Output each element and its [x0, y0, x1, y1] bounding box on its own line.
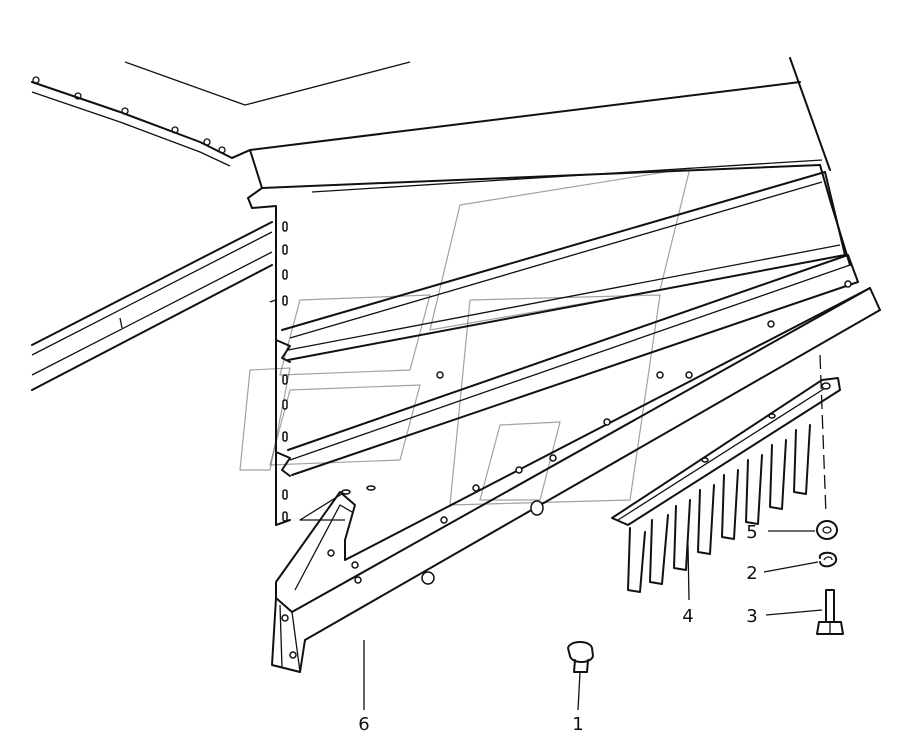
- bolt-part-3: [816, 589, 844, 635]
- screw-part-1: [567, 641, 594, 673]
- callout-1: 1: [572, 714, 583, 735]
- leader-line-2: [763, 561, 819, 573]
- leader-line-1: [577, 671, 581, 711]
- fastener-axis-line: [819, 354, 827, 516]
- callout-2: 2: [746, 563, 757, 584]
- washer-part-5: [816, 520, 838, 540]
- side-panel: [231, 149, 859, 526]
- roof-panel: [31, 57, 831, 171]
- callout-5: 5: [746, 522, 757, 543]
- bottom-strip-part-6: [271, 280, 881, 673]
- side-rail: [31, 221, 273, 391]
- spring-washer-part-2: [818, 551, 838, 568]
- leader-line-3: [765, 609, 823, 616]
- callout-3: 3: [746, 606, 757, 627]
- callout-6: 6: [358, 714, 369, 735]
- leader-line-4: [687, 544, 690, 601]
- callout-4: 4: [682, 606, 693, 627]
- comb-plate-part-4: [611, 377, 841, 593]
